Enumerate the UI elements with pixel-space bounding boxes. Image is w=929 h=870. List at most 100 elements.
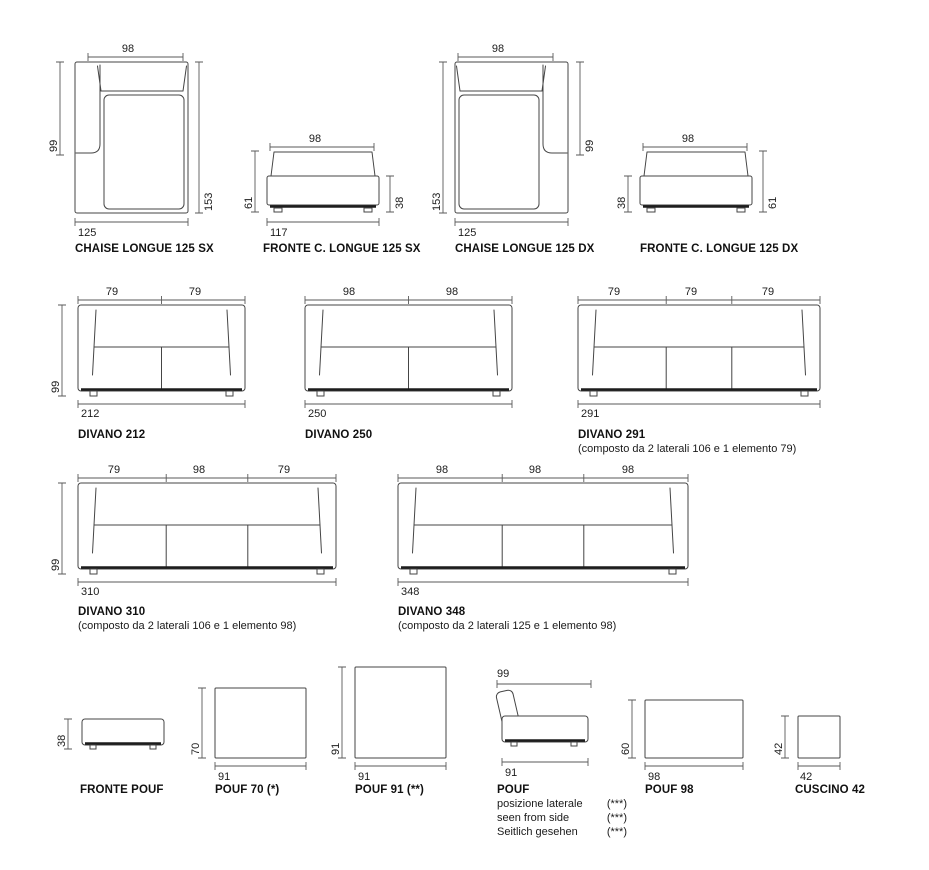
seat-front: [266, 175, 380, 206]
foot: [316, 568, 325, 575]
pouf-note-german: Seitlich gesehen (***): [497, 826, 627, 838]
top-dimension-line: [77, 474, 337, 482]
diagram-fronte-chaise-125-sx: 98 61 38 117: [243, 133, 406, 239]
foot: [800, 390, 809, 397]
dim-label: 250: [308, 408, 326, 420]
top-dimension-line: [269, 143, 375, 151]
dim-label: 91: [330, 743, 342, 755]
dim-label: 42: [773, 743, 785, 755]
note-label: seen from side: [497, 812, 570, 824]
dim-label: 98: [193, 464, 205, 476]
foot: [492, 390, 501, 397]
sofa-outline: [397, 482, 689, 570]
seat-cushion: [103, 94, 185, 210]
left-dimension-line: [56, 61, 64, 156]
diagram-pouf-70: 70 91: [190, 687, 307, 783]
foot: [149, 744, 157, 750]
dim-label: 98: [682, 133, 694, 145]
title-chaise-longue-125-sx: CHAISE LONGUE 125 SX: [75, 243, 214, 255]
dim-label: 153: [431, 193, 443, 211]
left-dimension-line: [439, 61, 447, 214]
bottom-dimension-line: [304, 400, 513, 408]
caption-divano-348: (composto da 2 laterali 125 e 1 elemento…: [398, 620, 617, 632]
foot: [316, 390, 325, 397]
armrest-lines: [592, 309, 806, 376]
title-fronte-c-longue-125-dx: FRONTE C. LONGUE 125 DX: [640, 243, 799, 255]
dim-label: 310: [81, 586, 99, 598]
caption-divano-310: (composto da 2 laterali 106 e 1 elemento…: [78, 620, 297, 632]
title-fronte-pouf: FRONTE POUF: [80, 784, 164, 796]
foot: [736, 207, 746, 213]
dim-label: 99: [48, 140, 60, 152]
dim-label: 99: [497, 668, 509, 680]
diagram-pouf-91: 91 91: [330, 666, 447, 783]
title-divano-212: DIVANO 212: [78, 429, 146, 441]
title-pouf-70: POUF 70 (*): [215, 784, 280, 796]
dim-label: 98: [343, 286, 355, 298]
foot: [409, 568, 418, 575]
dim-label: 79: [108, 464, 120, 476]
foot: [510, 741, 518, 747]
armrest-lines: [319, 309, 498, 376]
foot: [89, 744, 97, 750]
diagram-divano-348: 98 98 98 348: [397, 464, 689, 598]
title-pouf-91: POUF 91 (**): [355, 784, 424, 796]
dim-label: 38: [394, 197, 406, 209]
right-dimension-line: [386, 175, 394, 213]
title-chaise-longue-125-dx: CHAISE LONGUE 125 DX: [455, 243, 595, 255]
pouf-outline: [644, 699, 744, 759]
pouf-front-outline: [81, 718, 165, 746]
top-dimension-line: [87, 53, 184, 61]
sofa-outline: [77, 482, 337, 570]
left-dimension-line: [628, 699, 636, 759]
left-dimension-line: [251, 150, 259, 213]
caption-divano-291: (composto da 2 laterali 106 e 1 elemento…: [578, 443, 797, 455]
title-fronte-c-longue-125-sx: FRONTE C. LONGUE 125 SX: [263, 243, 421, 255]
left-dimension-line: [624, 175, 632, 213]
left-dimension-line: [338, 666, 346, 759]
left-dimension-line: [781, 715, 789, 759]
cushion-seams: [665, 346, 733, 390]
dim-label: 125: [78, 227, 96, 239]
dim-label: 61: [243, 197, 255, 209]
dim-label: 98: [309, 133, 321, 145]
backrest-front: [270, 151, 376, 177]
dim-label: 99: [584, 140, 596, 152]
dim-label: 79: [278, 464, 290, 476]
diagram-cuscino-42: 42 42: [773, 715, 841, 783]
dim-label: 348: [401, 586, 419, 598]
cushion-outline: [797, 715, 841, 759]
top-dimension-line: [496, 680, 592, 688]
bottom-dimension-line: [454, 218, 569, 226]
dim-label: 98: [492, 43, 504, 55]
top-dimension-line: [77, 296, 246, 304]
pouf-note-italian: posizione laterale (***): [497, 798, 627, 810]
bottom-dimension-line: [644, 762, 744, 770]
dim-label: 79: [608, 286, 620, 298]
bottom-dimension-line: [354, 762, 447, 770]
diagram-divano-250: 98 98 250: [304, 286, 513, 420]
diagram-pouf-98: 60 98: [620, 699, 744, 783]
dim-label: 91: [505, 767, 517, 779]
left-dimension-line: [198, 687, 206, 759]
foot: [646, 207, 656, 213]
note-label: posizione laterale: [497, 798, 583, 810]
diagram-divano-212: 79 79 99 212: [50, 286, 246, 420]
cushion-seams: [165, 524, 249, 568]
dim-label: 98: [446, 286, 458, 298]
dim-label: 98: [622, 464, 634, 476]
bottom-dimension-line: [501, 758, 589, 766]
bottom-dimension-line: [77, 400, 246, 408]
foot: [570, 741, 578, 747]
dim-label: 79: [189, 286, 201, 298]
dim-label: 98: [529, 464, 541, 476]
right-dimension-line: [759, 150, 767, 213]
right-dimension-line: [195, 61, 203, 214]
seat-cushion: [458, 94, 540, 210]
bottom-dimension-line: [74, 218, 189, 226]
note-mark: (***): [606, 812, 627, 824]
dim-label: 60: [620, 743, 632, 755]
armrest-lines: [92, 487, 322, 554]
armrest-line: [542, 64, 568, 154]
